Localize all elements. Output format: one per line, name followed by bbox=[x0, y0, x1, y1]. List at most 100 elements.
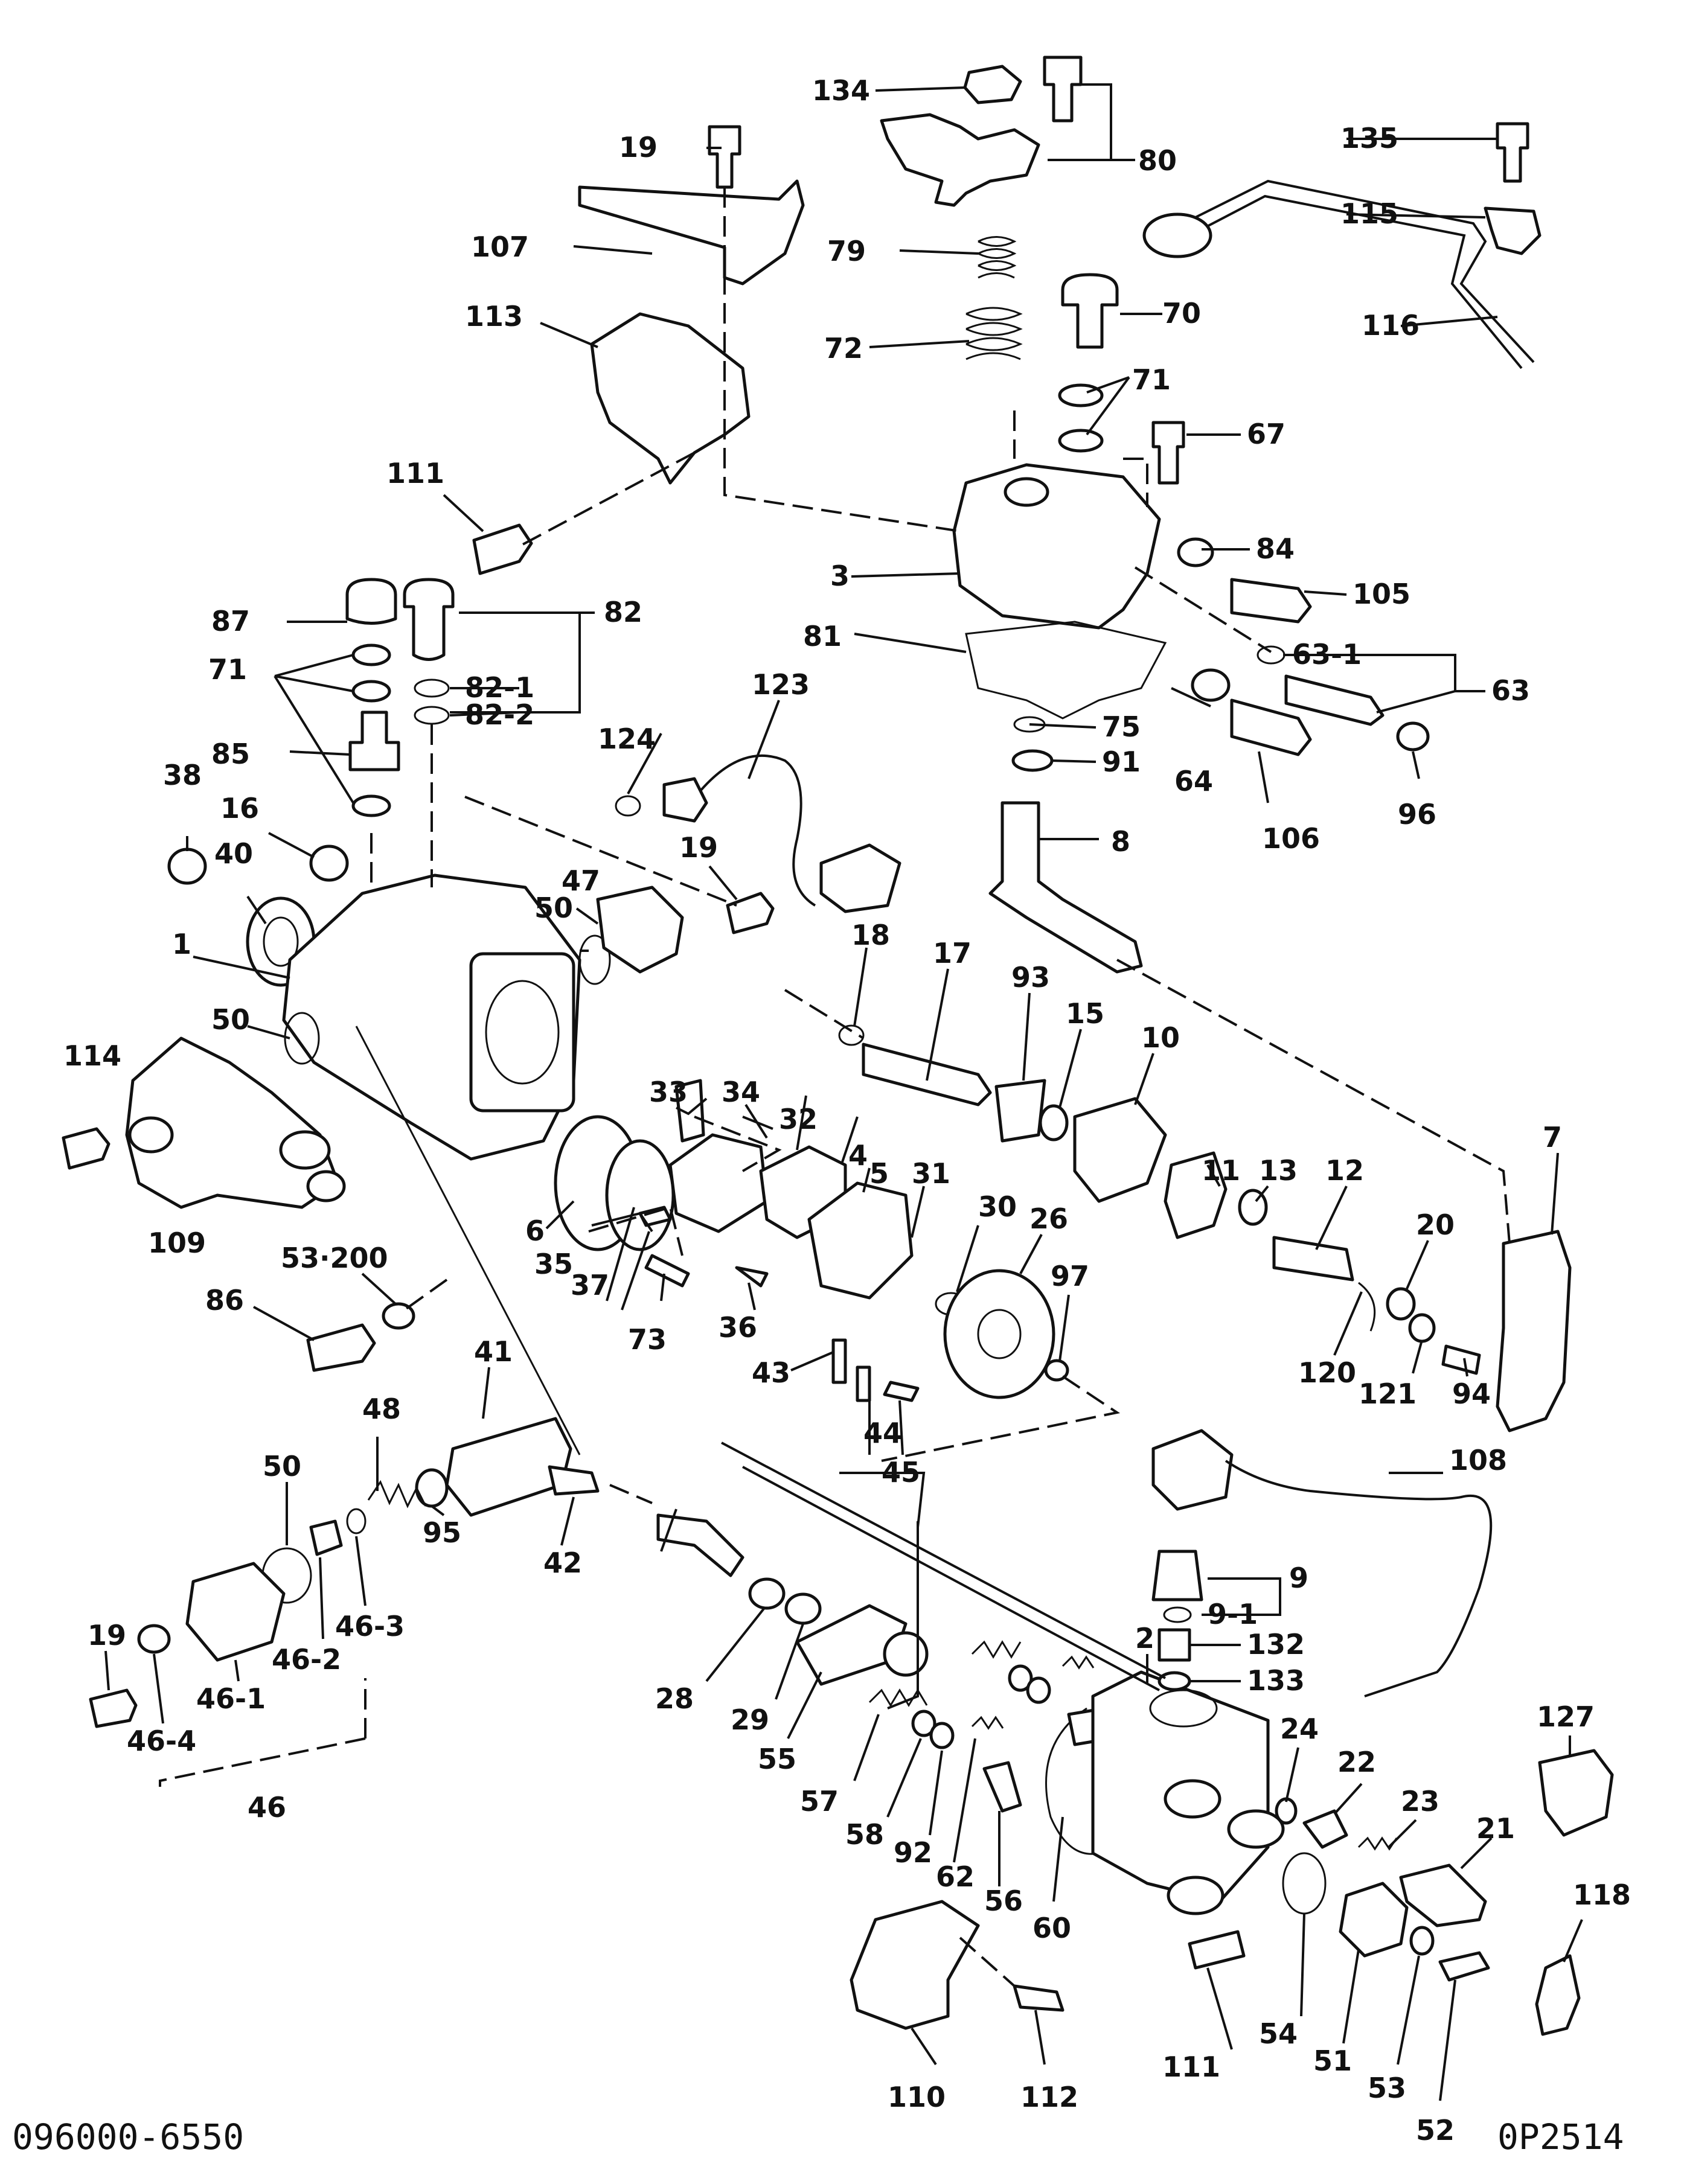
label-42: 42 bbox=[543, 1547, 582, 1579]
label-79: 79 bbox=[827, 235, 866, 267]
part-29-washer bbox=[784, 1592, 822, 1625]
part-111-bolt-top bbox=[472, 523, 533, 575]
part-washers-upper-b bbox=[1026, 1676, 1051, 1704]
sheet-code: 0P2514 bbox=[1497, 2116, 1624, 2157]
label-52: 52 bbox=[1416, 2114, 1455, 2147]
label-28: 28 bbox=[655, 1682, 694, 1715]
label-46-1: 46-1 bbox=[196, 1682, 266, 1715]
part-drawings bbox=[62, 56, 1614, 2036]
label-111-low: 111 bbox=[1162, 2051, 1220, 2083]
part-112-bolt bbox=[1013, 1984, 1065, 2012]
part-26-hub bbox=[977, 1309, 1022, 1359]
label-50-b: 50 bbox=[211, 1003, 250, 1036]
part-45-key bbox=[883, 1381, 920, 1402]
part-24-washer bbox=[1275, 1797, 1298, 1825]
part-53-200-washer bbox=[382, 1302, 415, 1330]
part-55-ring bbox=[883, 1631, 929, 1677]
label-19-low: 19 bbox=[88, 1619, 126, 1652]
label-3: 3 bbox=[830, 560, 850, 592]
label-2: 2 bbox=[1135, 1622, 1154, 1655]
part-85-screw bbox=[348, 710, 400, 771]
label-127: 127 bbox=[1537, 1700, 1595, 1733]
label-53-200: 53·200 bbox=[281, 1242, 388, 1274]
part-91-washer bbox=[1011, 749, 1054, 772]
part-63-screw bbox=[1284, 674, 1385, 726]
part-84-nut bbox=[1177, 537, 1214, 567]
label-75: 75 bbox=[1102, 710, 1141, 743]
label-124: 124 bbox=[598, 723, 656, 755]
part-26-plate bbox=[943, 1269, 1055, 1399]
part-82-plug bbox=[403, 578, 455, 661]
label-11: 11 bbox=[1202, 1154, 1240, 1187]
part-58-washer bbox=[911, 1710, 936, 1737]
part-124-oring bbox=[615, 795, 641, 817]
part-115-clip bbox=[1484, 206, 1542, 255]
part-washers-upper-a bbox=[1008, 1664, 1033, 1692]
label-134: 134 bbox=[812, 74, 870, 107]
label-82-1: 82-1 bbox=[465, 671, 534, 704]
label-55: 55 bbox=[758, 1743, 796, 1775]
label-46: 46 bbox=[248, 1791, 286, 1824]
part-2-outlet-b bbox=[1227, 1809, 1285, 1849]
label-29: 29 bbox=[731, 1703, 769, 1736]
part-2-outlet-c bbox=[1167, 1876, 1225, 1915]
label-31: 31 bbox=[912, 1157, 950, 1190]
part-97-nut bbox=[1044, 1359, 1069, 1382]
part-46-3-oring bbox=[346, 1508, 367, 1534]
part-72-spring bbox=[965, 307, 1023, 360]
part-73-bolt bbox=[644, 1254, 690, 1288]
label-47: 47 bbox=[562, 864, 600, 897]
label-92: 92 bbox=[894, 1836, 932, 1869]
label-12: 12 bbox=[1325, 1154, 1364, 1187]
label-113: 113 bbox=[465, 300, 523, 333]
label-116: 116 bbox=[1362, 309, 1420, 342]
label-23: 23 bbox=[1401, 1785, 1439, 1818]
part-15-washer bbox=[1039, 1104, 1069, 1141]
part-48-spring bbox=[367, 1480, 427, 1509]
part-19-bolt-mid bbox=[726, 892, 775, 934]
part-109-fitting-b bbox=[279, 1130, 331, 1170]
label-53: 53 bbox=[1368, 2072, 1406, 2104]
label-73: 73 bbox=[628, 1323, 667, 1356]
part-64-nut bbox=[1191, 668, 1231, 702]
part-5-cam-ring bbox=[807, 1181, 914, 1300]
label-34: 34 bbox=[722, 1076, 760, 1108]
part-108-connector bbox=[1151, 1429, 1234, 1511]
part-20-nut bbox=[1386, 1287, 1416, 1321]
part-80-bolt bbox=[1043, 56, 1083, 123]
leader-lines bbox=[104, 83, 1583, 2101]
part-123-cable bbox=[699, 754, 816, 907]
part-95-washer bbox=[415, 1468, 449, 1508]
part-71-washer-d bbox=[351, 680, 391, 703]
label-17: 17 bbox=[933, 937, 972, 969]
label-19-mid: 19 bbox=[679, 831, 718, 864]
part-44-pin bbox=[856, 1365, 871, 1402]
label-118: 118 bbox=[1573, 1879, 1631, 1911]
label-133: 133 bbox=[1247, 1664, 1305, 1697]
part-51-plug bbox=[1339, 1882, 1409, 1958]
label-26: 26 bbox=[1029, 1202, 1068, 1235]
part-109-fitting-c bbox=[306, 1170, 346, 1202]
part-118-bracket bbox=[1535, 1954, 1581, 2036]
part-127-bracket bbox=[1538, 1749, 1614, 1837]
label-51: 51 bbox=[1313, 2045, 1352, 2077]
part-60-oring bbox=[1045, 1707, 1100, 1855]
part-96-nut bbox=[1396, 721, 1430, 752]
part-19-bolt-top bbox=[708, 125, 741, 189]
part-9-1-oring bbox=[1163, 1606, 1192, 1623]
label-44-a: 44 bbox=[863, 1417, 902, 1449]
part-107-bracket bbox=[578, 179, 805, 286]
part-92-washer bbox=[929, 1722, 955, 1749]
label-96: 96 bbox=[1398, 798, 1436, 831]
part-35-plate bbox=[605, 1139, 675, 1251]
label-1: 1 bbox=[172, 928, 191, 960]
part-116-rod bbox=[1195, 179, 1535, 369]
label-105: 105 bbox=[1353, 578, 1410, 610]
part-28-washer bbox=[748, 1577, 786, 1610]
label-121: 121 bbox=[1359, 1378, 1417, 1410]
part-38-nut bbox=[167, 848, 207, 885]
part-121-washer bbox=[1408, 1313, 1436, 1343]
part-22-valve bbox=[1302, 1809, 1348, 1849]
part-7-bracket bbox=[1496, 1230, 1572, 1432]
